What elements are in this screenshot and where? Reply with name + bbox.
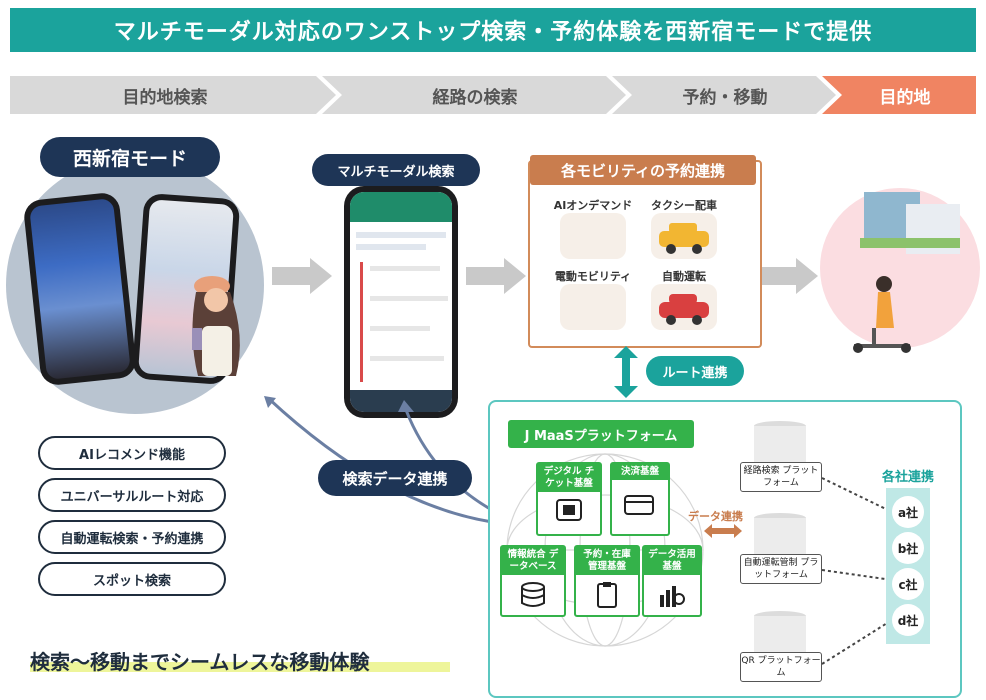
- arrow-1-icon: [272, 258, 332, 294]
- platform-route-search: 経路検索 プラットフォーム: [740, 462, 822, 492]
- step-3-shape: [612, 76, 836, 114]
- mobility-taxi-label: タクシー配車: [651, 199, 717, 212]
- company-b: b社: [892, 532, 924, 564]
- tagline: 検索〜移動までシームレスな移動体験: [30, 650, 370, 674]
- company-a: a社: [892, 496, 924, 528]
- arrow-3-icon: [758, 258, 818, 294]
- route-phone: [344, 186, 458, 418]
- mobility-ai-ondemand-label: AIオンデマンド: [553, 199, 633, 212]
- mobility-e-mobility-label: 電動モビリティ: [554, 270, 632, 283]
- module-data-utilization: データ活用 基盤: [642, 545, 702, 617]
- step-route-search: 経路の検索: [432, 87, 518, 108]
- step-2-shape: [322, 76, 626, 114]
- module-payment-label: 決済基盤: [612, 464, 668, 480]
- step-reserve-move: 予約・移動: [682, 87, 768, 108]
- database-icon: [502, 581, 564, 609]
- feature-universal-route: ユニバーサルルート対応: [38, 478, 226, 512]
- cylinder-qr-icon: [754, 611, 806, 652]
- module-info-db: 情報統合 データベース: [500, 545, 566, 617]
- company-c: c社: [892, 568, 924, 600]
- route-link-label: ルート連携: [646, 356, 744, 386]
- tagline-highlight: [30, 662, 450, 672]
- clipboard-icon: [576, 581, 638, 609]
- step-destination: 目的地: [879, 87, 931, 108]
- data-link-arrow-icon: [704, 524, 742, 538]
- route-link-arrow-icon: [614, 346, 638, 398]
- feature-autonomous-search: 自動運転検索・予約連携: [38, 520, 226, 554]
- phone-left: [22, 191, 138, 387]
- module-reservation-label: 予約・在庫 管理基盤: [576, 547, 638, 575]
- mobility-autonomous-label: 自動運転: [662, 270, 706, 283]
- step-1-shape: [10, 76, 336, 114]
- platform-title: J MaaSプラットフォーム: [508, 420, 694, 448]
- page-title: マルチモーダル対応のワンストップ検索・予約体験を西新宿モードで提供: [10, 8, 976, 52]
- module-data-utilization-label: データ活用 基盤: [644, 547, 700, 575]
- multimodal-search-label: マルチモーダル検索: [312, 154, 480, 186]
- taxi-icon: [651, 213, 717, 259]
- payment-icon: [612, 492, 668, 518]
- autonomous-car-icon: [651, 284, 717, 330]
- step-4-shape: [822, 76, 976, 114]
- digital-ticket-icon: [538, 498, 600, 524]
- companies-title: 各社連携: [881, 470, 934, 485]
- analytics-icon: [644, 581, 700, 609]
- platform-qr: QR プラットフォーム: [740, 652, 822, 682]
- data-link-label: データ連携: [688, 510, 743, 523]
- module-payment: 決済基盤: [610, 462, 670, 536]
- module-digital-ticket-label: デジタル チケット基盤: [538, 464, 600, 492]
- module-digital-ticket: デジタル チケット基盤: [536, 462, 602, 536]
- feature-ai-recommend: AIレコメンド機能: [38, 436, 226, 470]
- step-chevrons: [10, 76, 976, 114]
- destination-illustration: [853, 192, 960, 353]
- mobility-title: 各モビリティの予約連携: [530, 155, 756, 185]
- company-dotted-lines: [821, 477, 893, 665]
- feature-spot-search: スポット検索: [38, 562, 226, 596]
- company-d: d社: [892, 604, 924, 636]
- cylinder-route-search-icon: [754, 421, 806, 462]
- nishishinjuku-mode-label: 西新宿モード: [40, 137, 220, 177]
- ai-ondemand-icon: [560, 213, 626, 259]
- module-info-db-label: 情報統合 データベース: [502, 547, 564, 575]
- search-data-link-label: 検索データ連携: [318, 460, 472, 496]
- e-mobility-icon: [560, 284, 626, 330]
- arrow-2-icon: [466, 258, 526, 294]
- step-destination-search: 目的地検索: [122, 87, 208, 108]
- platform-box: [488, 400, 962, 698]
- woman-with-phone-illustration: [192, 276, 240, 376]
- platform-autonomous-control: 自動運転管制 プラットフォーム: [740, 554, 822, 584]
- module-reservation: 予約・在庫 管理基盤: [574, 545, 640, 617]
- cylinder-autonomous-control-icon: [754, 513, 806, 554]
